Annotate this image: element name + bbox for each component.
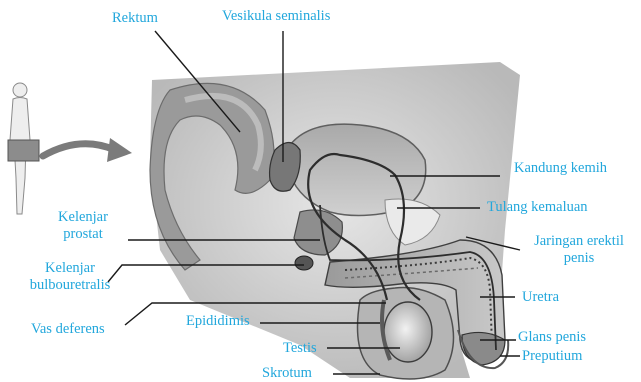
label-kandung-kemih: Kandung kemih (514, 160, 607, 177)
label-kelenjar-prostat: Kelenjar prostat (40, 209, 126, 243)
label-glans-penis: Glans penis (518, 329, 586, 346)
label-testis: Testis (283, 340, 317, 357)
label-prostat-line1: Kelenjar (40, 209, 126, 226)
label-tulang-kemaluan: Tulang kemaluan (487, 199, 588, 216)
label-jaringan-line1: Jaringan erektil (520, 233, 638, 250)
label-kelenjar-bulbouretralis: Kelenjar bulbouretralis (14, 260, 126, 294)
pelvic-region-marker (8, 140, 39, 161)
label-jaringan-line2: penis (520, 250, 638, 267)
kelenjar-bulbouretralis-shape (295, 256, 313, 270)
label-jaringan-erektil: Jaringan erektil penis (520, 233, 638, 267)
curved-arrow-icon (43, 144, 115, 156)
label-bulbo-line2: bulbouretralis (14, 277, 126, 294)
label-skrotum: Skrotum (262, 365, 312, 382)
label-prostat-line2: prostat (40, 226, 126, 243)
label-preputium: Preputium (522, 348, 582, 365)
label-bulbo-line1: Kelenjar (14, 260, 126, 277)
label-rektum: Rektum (112, 10, 158, 27)
testis-shape (384, 302, 432, 362)
arrow-head-icon (107, 138, 132, 162)
label-vas-deferens: Vas deferens (31, 321, 105, 338)
label-epididimis: Epididimis (186, 313, 250, 330)
label-vesikula-seminalis: Vesikula seminalis (222, 8, 330, 25)
label-uretra: Uretra (522, 289, 559, 306)
glans-penis-shape (462, 332, 505, 365)
